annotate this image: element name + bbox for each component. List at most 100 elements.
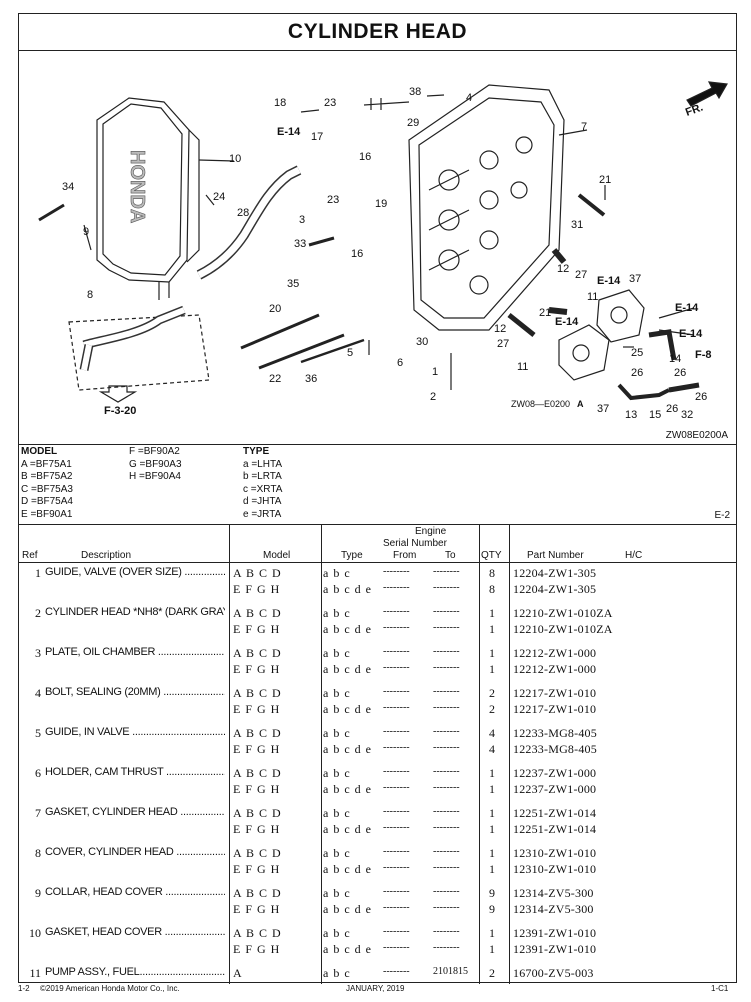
col-header-model: Model <box>263 550 291 561</box>
callout-13: 13 <box>625 409 637 421</box>
row-qty: 1 <box>489 846 496 860</box>
row-model: A B C D <box>233 646 282 660</box>
row-serial-to: -------- <box>433 902 460 913</box>
callout-37-bottom: 37 <box>597 403 609 415</box>
callout-17: 17 <box>311 131 323 143</box>
row-serial-to: -------- <box>433 942 460 953</box>
row-model: E F G H <box>233 662 281 676</box>
row-model: A B C D <box>233 726 282 740</box>
row-serial-from: -------- <box>383 902 410 913</box>
legend-type: c =XRTA <box>243 483 283 495</box>
row-serial-to: -------- <box>433 846 460 857</box>
callout-22: 22 <box>269 373 281 385</box>
legend-model: C =BF75A3 <box>21 483 73 495</box>
title-bar: CYLINDER HEAD <box>19 14 736 51</box>
callout-30: 30 <box>416 336 428 348</box>
row-qty: 1 <box>489 806 496 820</box>
inner-drawing-code-suffix: A <box>577 399 584 409</box>
legend-type: e =JRTA <box>243 508 282 520</box>
col-header-serial-number: Serial Number <box>383 538 447 549</box>
legend-model: A =BF75A1 <box>21 458 72 470</box>
callout-23: 23 <box>324 97 336 109</box>
row-part-number: 12237-ZW1-000 <box>513 766 597 780</box>
legend-type-header: TYPE <box>243 446 270 457</box>
diagram-svg: HONDA <box>38 81 728 421</box>
callout-f8: F-8 <box>695 349 712 361</box>
row-qty: 9 <box>489 902 496 916</box>
row-ref: 6 <box>35 766 41 780</box>
row-model: E F G H <box>233 742 281 756</box>
row-type: a b c d e <box>323 862 372 876</box>
col-header-qty: QTY <box>481 550 502 561</box>
section-code: E-2 <box>714 509 730 521</box>
callout-20: 20 <box>269 303 281 315</box>
row-serial-from: -------- <box>383 822 410 833</box>
callout-8: 8 <box>87 289 93 301</box>
row-qty: 1 <box>489 862 496 876</box>
callout-15: 15 <box>649 409 661 421</box>
row-qty: 8 <box>489 566 496 580</box>
drawing-code: ZW08E0200A <box>665 430 728 441</box>
row-model: A <box>233 966 243 980</box>
row-type: a b c <box>323 686 351 700</box>
row-type: a b c <box>323 766 351 780</box>
row-model: A B C D <box>233 686 282 700</box>
callout-36: 36 <box>305 373 317 385</box>
col-divider <box>321 524 322 984</box>
callout-21-bottom: 21 <box>539 307 551 319</box>
row-serial-from: -------- <box>383 742 410 753</box>
row-qty: 1 <box>489 926 496 940</box>
row-type: a b c d e <box>323 622 372 636</box>
callout-27-top: 27 <box>575 269 587 281</box>
callout-35: 35 <box>287 278 299 290</box>
legend-model: F =BF90A2 <box>129 446 180 457</box>
row-ref: 11 <box>29 966 41 980</box>
callout-12-top: 12 <box>557 263 569 275</box>
row-model: A B C D <box>233 926 282 940</box>
callout-26-b: 26 <box>674 367 686 379</box>
row-part-number: 12233-MG8-405 <box>513 742 597 756</box>
callout-e14-top: E-14 <box>277 126 301 138</box>
callout-1: 1 <box>432 366 438 378</box>
row-serial-from: -------- <box>383 846 410 857</box>
callout-e14-right: E-14 <box>675 302 699 314</box>
callout-2: 2 <box>430 391 436 403</box>
row-model: E F G H <box>233 942 281 956</box>
callout-28: 28 <box>237 207 249 219</box>
callout-e14-mid: E-14 <box>555 316 579 328</box>
table-row: 9 COLLAR, HEAD COVER ....................… <box>19 882 736 922</box>
callout-4: 4 <box>466 92 472 104</box>
row-serial-from: -------- <box>383 702 410 713</box>
row-serial-to: -------- <box>433 566 460 577</box>
row-qty: 2 <box>489 966 496 980</box>
row-serial-from: -------- <box>383 622 410 633</box>
row-serial-from: -------- <box>383 886 410 897</box>
callout-38: 38 <box>409 86 421 98</box>
row-qty: 1 <box>489 822 496 836</box>
row-part-number: 12217-ZW1-010 <box>513 702 597 716</box>
row-description: BOLT, SEALING (20MM) ...................… <box>45 686 225 698</box>
row-description: COLLAR, HEAD COVER .....................… <box>45 886 225 898</box>
row-qty: 1 <box>489 646 496 660</box>
row-serial-from: -------- <box>383 686 410 697</box>
head-cover-drawing: HONDA <box>96 97 200 300</box>
col-header-ref: Ref <box>22 550 38 561</box>
cylinder-head-drawing <box>408 84 565 331</box>
callout-11-bottom: 11 <box>517 361 528 373</box>
row-serial-from: -------- <box>383 966 410 977</box>
legend-type: a =LHTA <box>243 458 282 470</box>
row-type: a b c d e <box>323 902 372 916</box>
callout-21-top: 21 <box>599 174 611 186</box>
row-serial-to: 2101815 <box>433 966 468 977</box>
row-serial-from: -------- <box>383 582 410 593</box>
row-type: a b c d e <box>323 662 372 676</box>
row-serial-to: -------- <box>433 646 460 657</box>
row-type: a b c <box>323 606 351 620</box>
col-header-hc: H/C <box>625 550 643 561</box>
row-part-number: 12212-ZW1-000 <box>513 646 597 660</box>
row-qty: 4 <box>489 742 496 756</box>
row-type: a b c d e <box>323 942 372 956</box>
